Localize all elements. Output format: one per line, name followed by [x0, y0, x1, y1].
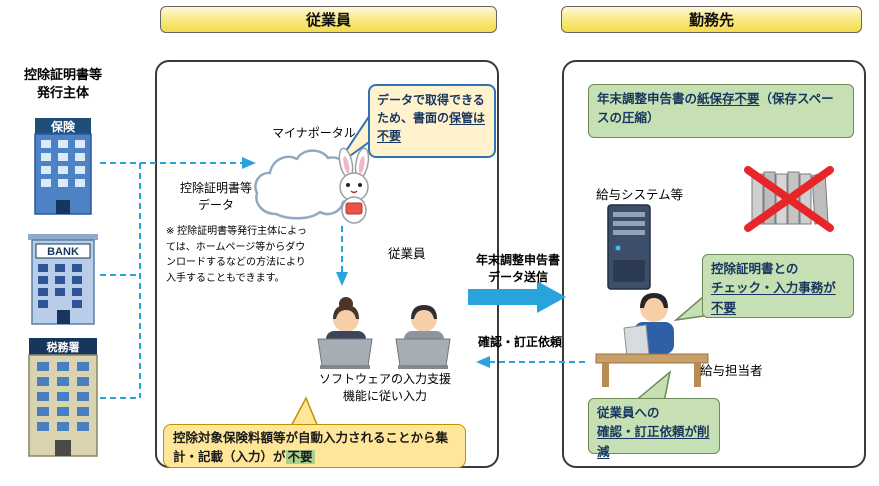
mynaportal-label: マイナポータル	[272, 126, 356, 140]
confirm-request-label: 確認・訂正依頼	[477, 335, 562, 349]
server-icon	[607, 204, 651, 290]
employee-right-figure	[395, 305, 451, 369]
software-caption: ソフトウェアの入力支援 機能に従い入力	[318, 372, 451, 404]
cloud-icon	[254, 149, 354, 220]
callout-highlight: 不要	[285, 450, 315, 465]
red-x-mark	[744, 166, 834, 232]
employee-header-label: 従業員	[305, 12, 351, 29]
workplace-header-pill: 勤務先	[561, 6, 862, 33]
check-work-box: 控除証明書との チェック・入力事務が不要	[702, 254, 854, 318]
paper-save-box: 年末調整申告書の紙保存不要（保存スペースの圧縮）	[588, 84, 854, 138]
auto-input-callout: 控除対象保険料額等が自動入力されることから集計・記載（入力）が不要	[163, 424, 466, 468]
tax-office-building-label: 税務署	[47, 340, 80, 354]
data-bubble: データで取得できるため、書面の保管は不要	[368, 84, 496, 158]
payroll-system-label: 給与システム等	[596, 188, 684, 202]
mynachan-rabbit-icon	[338, 147, 370, 224]
employee-header-pill: 従業員	[160, 6, 497, 33]
employees-at-laptops-icon	[317, 297, 451, 369]
bank-building-icon: BANK	[28, 234, 98, 325]
issuers-title: 控除証明書等 発行主体	[23, 67, 102, 100]
workplace-header-label: 勤務先	[688, 12, 734, 29]
employee-left-figure	[317, 297, 373, 369]
send-data-label: 年末調整申告書 データ送信	[475, 253, 560, 284]
tax-office-building-icon: 税務署	[28, 338, 98, 457]
insurance-building-icon: 保険	[34, 118, 92, 215]
insurance-building-label: 保険	[50, 119, 76, 134]
reduce-requests-box: 従業員への 確認・訂正依頼が削減	[588, 398, 720, 459]
cert-data-label: 控除証明書等 データ	[179, 181, 252, 212]
payroll-staff-label: 給与担当者	[700, 364, 763, 378]
employee-label: 従業員	[388, 247, 426, 261]
bank-building-label: BANK	[47, 246, 79, 258]
download-note: ※ 控除証明書等発行主体によっては、ホームページ等からダウンロードするなどの方法…	[166, 226, 307, 284]
paper-files-crossed-icon	[744, 166, 834, 232]
payroll-staff-icon	[595, 293, 709, 387]
